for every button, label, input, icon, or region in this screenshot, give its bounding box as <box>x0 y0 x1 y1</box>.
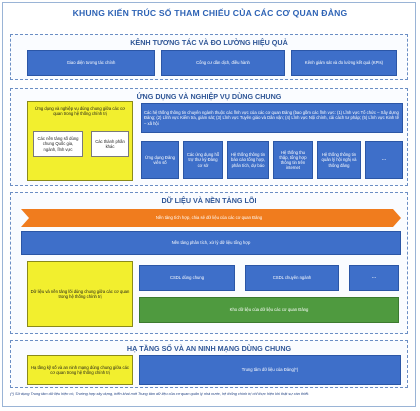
data-section-title: DỮ LIỆU VÀ NỀN TẢNG LÕI <box>161 196 257 205</box>
data-warehouse-bar: Kho dữ liệu của dữ liệu các cơ quan Đảng <box>139 297 399 323</box>
shared-data-box: Dữ liệu và nền tảng lõi dùng chung giữa … <box>27 261 133 327</box>
shared-db-box: CSDL dùng chung <box>139 265 235 291</box>
diagram-title: KHUNG KIẾN TRÚC SỐ THAM CHIẾU CỦA CÁC CƠ… <box>72 8 348 18</box>
interaction-box-portal: Cổng cư dân dịch, điều hành <box>161 50 285 76</box>
footnote: (*) Sử dụng Trung tâm dữ liệu hiện có, T… <box>10 392 310 396</box>
interaction-section-title: KÊNH TƯƠNG TÁC VÀ ĐO LƯỜNG HIỆU QUẢ <box>130 38 288 47</box>
more-db-box: ... <box>349 265 399 291</box>
orange-arrow-bar <box>21 209 401 227</box>
specialized-systems-box: Các hệ thống thông tin chuyên ngành thuộ… <box>141 103 403 133</box>
app-row-box-2: Các ứng dụng hỗ trợ thư ký Đảng cơ sở <box>183 141 223 179</box>
national-platforms-box: Các nền tảng số dùng chung Quốc gia, ngà… <box>33 131 83 157</box>
app-row-box-1: Ứng dụng Đảng viên số <box>141 141 179 179</box>
app-row-box-3: Hệ thống thông tin báo cáo tổng hợp, phâ… <box>227 141 269 179</box>
infra-section: HẠ TẦNG SỐ VÀ AN NINH MẠNG DÙNG CHUNG Hạ… <box>10 340 408 388</box>
interaction-box-kpi: Kênh giám sát và đo lường kết quả (KPIs) <box>291 50 397 76</box>
analytics-platform-bar: Nền tảng phân tích, xử lý dữ liệu tổng h… <box>21 231 401 255</box>
data-section: DỮ LIỆU VÀ NỀN TẢNG LÕI Nền tảng tích hợ… <box>10 192 408 334</box>
other-components-box: Các thành phần khác <box>91 131 129 157</box>
applications-section-title: ỨNG DỤNG VÀ NGHIỆP VỤ DÙNG CHUNG <box>136 92 282 101</box>
app-row-box-4: Hệ thống thu thập, tổng hợp thông tin tr… <box>273 141 313 179</box>
interaction-section: KÊNH TƯƠNG TÁC VÀ ĐO LƯỜNG HIỆU QUẢ Giao… <box>10 34 408 80</box>
app-row-box-more: ... <box>365 141 403 179</box>
specialized-db-box: CSDL chuyên ngành <box>245 265 339 291</box>
applications-section: ỨNG DỤNG VÀ NGHIỆP VỤ DÙNG CHUNG Ứng dụn… <box>10 88 408 186</box>
data-center-box: Trung tâm dữ liệu của Đảng(*) <box>139 355 401 385</box>
interaction-box-main: Giao diện tương tác chính <box>27 50 155 76</box>
integration-platform-label: Nền tảng tích hợp, chia sẻ dữ liệu của c… <box>155 215 263 221</box>
infra-section-title: HẠ TẦNG SỐ VÀ AN NINH MẠNG DÙNG CHUNG <box>126 344 292 353</box>
shared-infra-box: Hạ tầng kỹ số và an ninh mạng dùng chung… <box>27 355 133 385</box>
shared-apps-label: Ứng dụng và nghiệp vụ dùng chung giữa cá… <box>35 106 125 117</box>
app-row-box-5: Hệ thống thông tin quản lý hội nghị và t… <box>317 141 361 179</box>
